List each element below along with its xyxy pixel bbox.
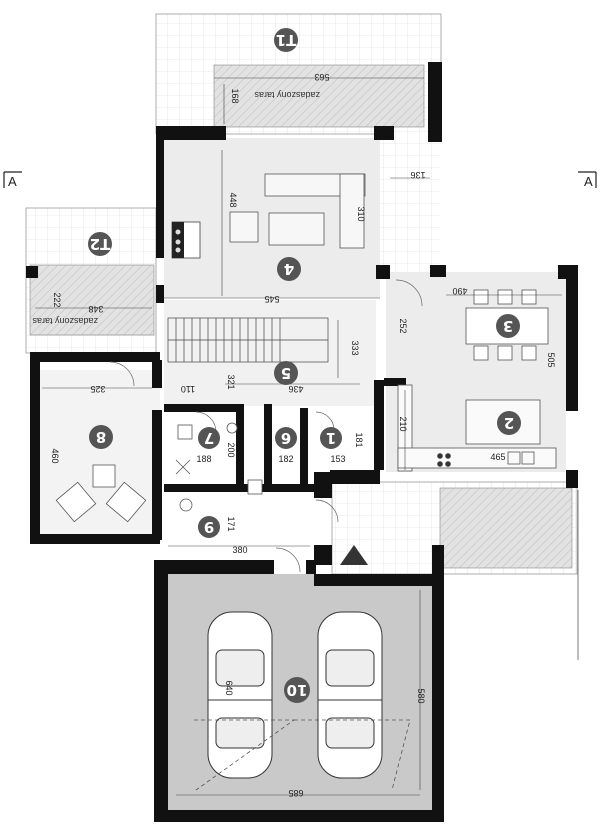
svg-text:110: 110 bbox=[181, 384, 195, 394]
terrace-label-top: zadaszony taras bbox=[254, 90, 320, 100]
svg-text:168: 168 bbox=[230, 88, 240, 103]
svg-text:200: 200 bbox=[226, 442, 236, 457]
svg-text:1: 1 bbox=[326, 429, 336, 447]
svg-text:252: 252 bbox=[398, 318, 408, 333]
sofa-set bbox=[229, 173, 366, 249]
svg-text:465: 465 bbox=[490, 452, 505, 462]
svg-text:5: 5 bbox=[281, 364, 291, 382]
svg-text:8: 8 bbox=[96, 428, 106, 446]
room-badge-5: 5 bbox=[274, 361, 298, 385]
svg-text:182: 182 bbox=[278, 454, 293, 464]
covered-terrace-right bbox=[439, 487, 573, 569]
room-badge-1: 1 bbox=[320, 427, 342, 449]
dimension-lines bbox=[35, 77, 562, 796]
svg-text:563: 563 bbox=[314, 72, 329, 82]
svg-text:10: 10 bbox=[287, 681, 308, 699]
svg-text:490: 490 bbox=[452, 286, 467, 296]
room-badge-t1: T1 bbox=[274, 28, 298, 52]
svg-text:T1: T1 bbox=[276, 31, 297, 49]
svg-text:T2: T2 bbox=[90, 235, 111, 253]
svg-text:685: 685 bbox=[288, 788, 303, 798]
dining-table bbox=[465, 289, 549, 361]
svg-text:6: 6 bbox=[281, 429, 291, 447]
fireplace bbox=[171, 221, 201, 259]
svg-text:348: 348 bbox=[88, 304, 103, 314]
svg-text:310: 310 bbox=[356, 206, 366, 221]
room-badge-4: 4 bbox=[277, 257, 301, 281]
svg-text:545: 545 bbox=[264, 294, 279, 304]
car-left bbox=[207, 611, 273, 779]
svg-text:153: 153 bbox=[330, 454, 345, 464]
car-right bbox=[317, 611, 383, 779]
svg-text:436: 436 bbox=[288, 384, 303, 394]
svg-text:222: 222 bbox=[52, 292, 62, 307]
svg-text:580: 580 bbox=[416, 688, 426, 703]
svg-text:640: 640 bbox=[224, 680, 234, 695]
section-markers bbox=[3, 171, 597, 660]
room-badge-t2: T2 bbox=[88, 232, 112, 256]
walls bbox=[26, 62, 578, 822]
svg-text:505: 505 bbox=[546, 352, 556, 367]
svg-text:7: 7 bbox=[204, 429, 214, 447]
terrace-t1-walk bbox=[380, 130, 440, 275]
svg-text:181: 181 bbox=[354, 432, 364, 447]
svg-text:9: 9 bbox=[204, 518, 214, 536]
garage-door-swing bbox=[194, 719, 411, 791]
section-mark-left: A bbox=[8, 174, 17, 189]
svg-text:188: 188 bbox=[196, 454, 211, 464]
room-badge-10: 10 bbox=[284, 677, 310, 703]
room-badge-8: 8 bbox=[89, 425, 113, 449]
room-badge-7: 7 bbox=[198, 427, 220, 449]
svg-text:2: 2 bbox=[504, 414, 514, 432]
svg-text:3: 3 bbox=[503, 317, 513, 335]
svg-text:210: 210 bbox=[398, 416, 408, 431]
bathroom-fixtures bbox=[175, 422, 263, 512]
covered-terrace-left bbox=[29, 264, 155, 336]
svg-text:460: 460 bbox=[50, 448, 60, 463]
section-mark-right: A bbox=[584, 174, 593, 189]
svg-text:333: 333 bbox=[350, 340, 360, 355]
dimension-labels: 563 168 136 448 310 545 348 222 490 252 … bbox=[50, 72, 556, 798]
room-8-furniture bbox=[55, 464, 147, 523]
svg-text:171: 171 bbox=[226, 516, 236, 531]
room-badge-6: 6 bbox=[275, 427, 297, 449]
entrance-triangle bbox=[340, 545, 368, 565]
svg-text:380: 380 bbox=[232, 545, 247, 555]
terrace-label-left: zadaszony taras bbox=[32, 316, 98, 326]
svg-text:136: 136 bbox=[410, 170, 425, 180]
svg-text:448: 448 bbox=[228, 192, 238, 207]
room-badge-9: 9 bbox=[198, 516, 220, 538]
room-badge-3: 3 bbox=[496, 314, 520, 338]
svg-text:321: 321 bbox=[226, 374, 236, 389]
covered-terrace-top bbox=[213, 64, 425, 128]
room-badge-2: 2 bbox=[497, 411, 521, 435]
svg-text:325: 325 bbox=[90, 384, 105, 394]
svg-text:4: 4 bbox=[284, 260, 294, 278]
stairs bbox=[167, 317, 329, 363]
